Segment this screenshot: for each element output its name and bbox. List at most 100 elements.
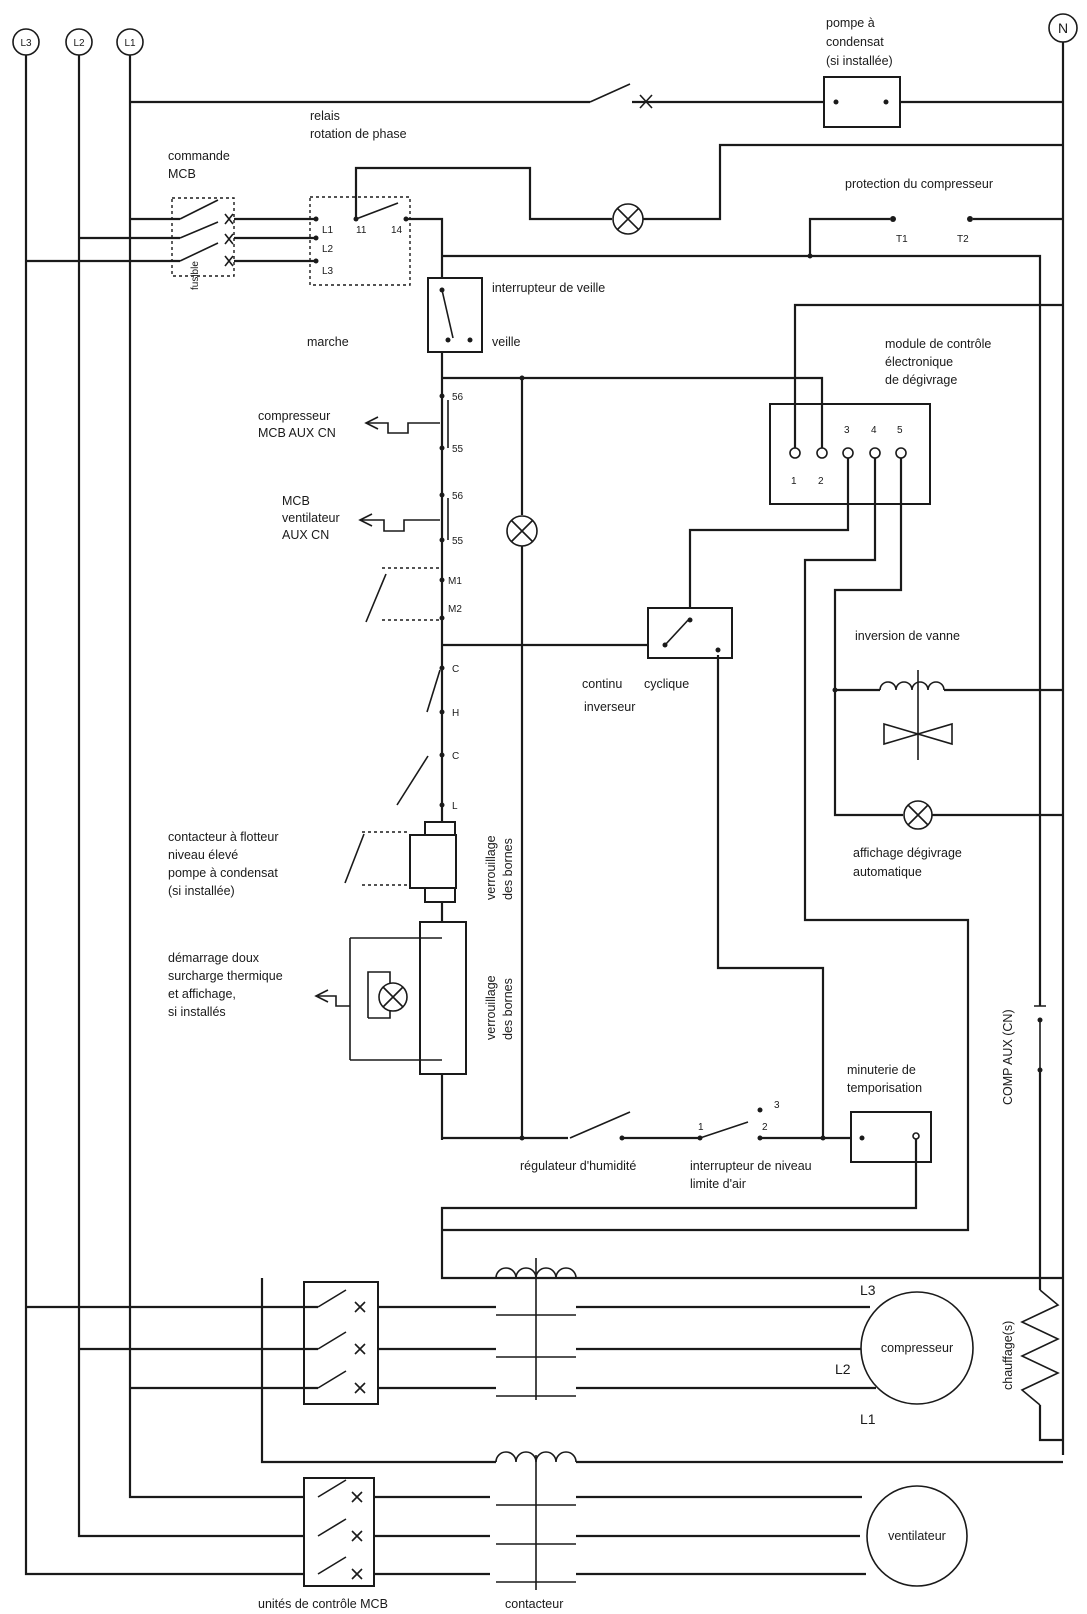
cyclic-blade [664, 617, 691, 646]
label-motor-l3: L3 [860, 1282, 876, 1298]
label-cyclique: cyclique [644, 677, 689, 691]
ch-switch-blade [426, 669, 441, 713]
label-pompe-1: pompe à [826, 16, 875, 30]
label-compresseur-aux-2: MCB AUX CN [258, 426, 336, 440]
label-continu: continu [582, 677, 622, 691]
level-terminal-2: 2 [762, 1122, 768, 1133]
module-terminal-5: 5 [897, 425, 903, 436]
m-switch-blade [365, 573, 387, 623]
terminal-56-a: 56 [452, 392, 464, 403]
standby-blade [441, 289, 454, 339]
compressor-protection: protection du compresseur T1 T2 [442, 177, 1063, 1006]
module-terminal-2: 2 [818, 476, 824, 487]
label-niveau-1: interrupteur de niveau [690, 1159, 812, 1173]
module-terminal-4: 4 [871, 425, 877, 436]
aux-link [366, 422, 440, 434]
terminal-56-b: 56 [452, 491, 464, 502]
label-flotteur-1: contacteur à flotteur [168, 830, 278, 844]
valve-coil [879, 681, 945, 691]
terminal-m1: M1 [448, 576, 462, 587]
label-flotteur-2: niveau élevé [168, 848, 238, 862]
label-minuterie-1: minuterie de [847, 1063, 916, 1077]
soft-start-wire [367, 971, 391, 1019]
valve-icon [883, 722, 953, 746]
label-fusible: fusible [190, 261, 201, 290]
label-mcb: MCB [168, 167, 196, 181]
label-verrouillage-2b: des bornes [501, 978, 515, 1040]
fan-power: ventilateur unités de contrôle MCB conta… [258, 1451, 1063, 1611]
label-pompe-3: (si installée) [826, 54, 893, 68]
relay-terminal-l1: L1 [322, 225, 334, 236]
aux-link [318, 995, 350, 1007]
label-affichage-1: affichage dégivrage [853, 846, 962, 860]
switch-blade [589, 83, 631, 103]
label-flotteur-3: pompe à condensat [168, 866, 278, 880]
valve-reversal: inversion de vanne affichage dégivrage a… [832, 629, 1063, 879]
label-demarrage-4: si installés [168, 1005, 226, 1019]
timer-to-contactor [440, 1139, 1063, 1280]
wire [793, 303, 1063, 448]
comp-aux-heater: COMP AUX (CN) chauffage(s) [1001, 1005, 1063, 1442]
label-t2: T2 [957, 234, 969, 245]
terminal-l: L [452, 801, 458, 812]
arrow-icon [364, 416, 379, 430]
relay-terminal-l3: L3 [322, 266, 334, 277]
label-protection: protection du compresseur [845, 177, 993, 191]
condensate-pump-line: pompe à condensat (si installée) [130, 16, 1063, 128]
level-terminal-1: 1 [698, 1122, 704, 1133]
wire [378, 1305, 496, 1390]
compressor-motor [860, 1291, 974, 1405]
mcb-blades [179, 199, 219, 262]
terminal-55-b: 55 [452, 536, 464, 547]
relay-terminal-l2: L2 [322, 244, 334, 255]
comp-aux-contact [1034, 1005, 1046, 1070]
compressor-power: compresseur L3 L2 L1 [26, 1258, 974, 1464]
heater-icon [1020, 1289, 1060, 1406]
float-switch: contacteur à flotteur niveau élevé pompe… [168, 821, 515, 903]
wire [1038, 1405, 1063, 1442]
rail-l3 [24, 55, 490, 1576]
terminal-m2: M2 [448, 604, 462, 615]
label-verrouillage-1b: des bornes [501, 838, 515, 900]
label-inverseur: inverseur [584, 700, 635, 714]
label-t1: T1 [896, 234, 908, 245]
fan-mcb-blades [317, 1479, 347, 1575]
soft-start: démarrage doux surcharge thermique et af… [168, 921, 515, 1075]
wire [833, 458, 903, 690]
mcb-inputs [26, 217, 180, 263]
label-veille: veille [492, 335, 521, 349]
control-bottom-line: 1 2 3 régulateur d'humidité interrupteur… [440, 1063, 1063, 1280]
terminal-h: H [452, 708, 459, 719]
fan-mcb-crosses [351, 1491, 363, 1580]
mcb-to-relay [234, 217, 316, 263]
cl-switch-blade [396, 755, 429, 806]
float-dashed [362, 831, 410, 886]
relay-terminal-11: 11 [356, 225, 367, 236]
label-module-3: de dégivrage [885, 373, 957, 387]
contactor-coil [495, 1451, 577, 1463]
relay-dashed-box [309, 196, 411, 286]
relay-lamp-wire [354, 166, 612, 221]
label-rotation: rotation de phase [310, 127, 407, 141]
fan-motor [866, 1485, 968, 1587]
label-ventilateur: ventilateur [888, 1529, 946, 1543]
float-blade [344, 833, 365, 884]
label-vent-aux-1: MCB [282, 494, 310, 508]
humidity-blade [569, 1111, 631, 1139]
wire [808, 217, 890, 256]
label-pompe-2: condensat [826, 35, 884, 49]
label-demarrage-1: démarrage doux [168, 951, 260, 965]
label-compresseur: compresseur [881, 1341, 953, 1355]
defrost-module: module de contrôle électronique de dégiv… [442, 303, 1063, 1232]
terminal-chain: 56 55 56 55 M1 M2 C H C L compresseur MC… [258, 392, 464, 812]
module-terminal-1: 1 [791, 476, 797, 487]
supply-terminals: L3 L2 L1 N [12, 13, 1078, 56]
contactor-coil [495, 1267, 577, 1279]
standby-box [427, 277, 483, 353]
label-interrupteur-veille: interrupteur de veille [492, 281, 605, 295]
label-humidite: régulateur d'humidité [520, 1159, 636, 1173]
wire [716, 655, 825, 1138]
label-compresseur-aux-1: compresseur [258, 409, 330, 423]
compressor-mcb-blades [317, 1289, 347, 1389]
